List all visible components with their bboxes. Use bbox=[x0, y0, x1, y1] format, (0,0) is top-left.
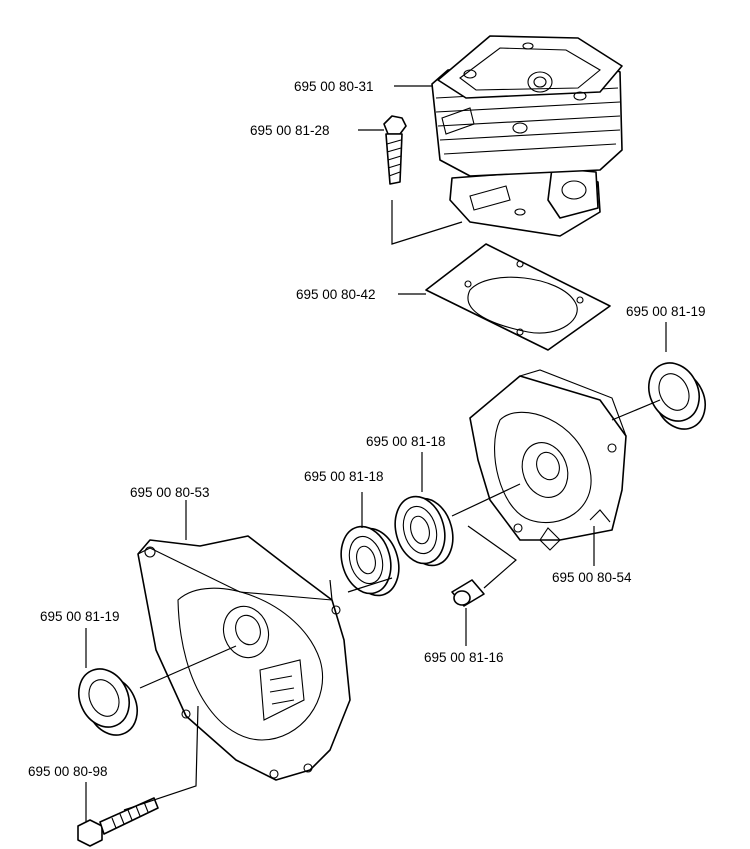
label-crankcase-left: 695 00 80-53 bbox=[130, 485, 210, 500]
bearing-left bbox=[340, 525, 400, 597]
leader-lines bbox=[85, 85, 667, 822]
label-guide-pin: 695 00 81-16 bbox=[424, 650, 504, 665]
label-seal-left: 695 00 81-19 bbox=[40, 609, 120, 624]
label-bearing-left: 695 00 81-18 bbox=[304, 469, 384, 484]
label-crankcase-right: 695 00 80-54 bbox=[552, 570, 632, 585]
cylinder-screw bbox=[383, 115, 407, 185]
label-bearing-right: 695 00 81-18 bbox=[366, 434, 446, 449]
guide-pin bbox=[451, 579, 485, 607]
label-seal-right: 695 00 81-19 bbox=[626, 304, 706, 319]
label-crankcase-screw: 695 00 80-98 bbox=[28, 764, 108, 779]
crankcase-screw bbox=[77, 797, 159, 847]
seal-left bbox=[78, 668, 138, 736]
cylinder-gasket bbox=[425, 243, 611, 351]
label-cylinder-gasket: 695 00 80-42 bbox=[296, 287, 376, 302]
label-cylinder-screw: 695 00 81-28 bbox=[250, 123, 330, 138]
seal-right bbox=[648, 362, 706, 430]
crankcase-right bbox=[469, 369, 627, 551]
label-cylinder: 695 00 80-31 bbox=[294, 79, 374, 94]
cylinder bbox=[431, 35, 623, 237]
crankcase-left bbox=[137, 535, 351, 781]
bearing-right bbox=[394, 495, 454, 567]
